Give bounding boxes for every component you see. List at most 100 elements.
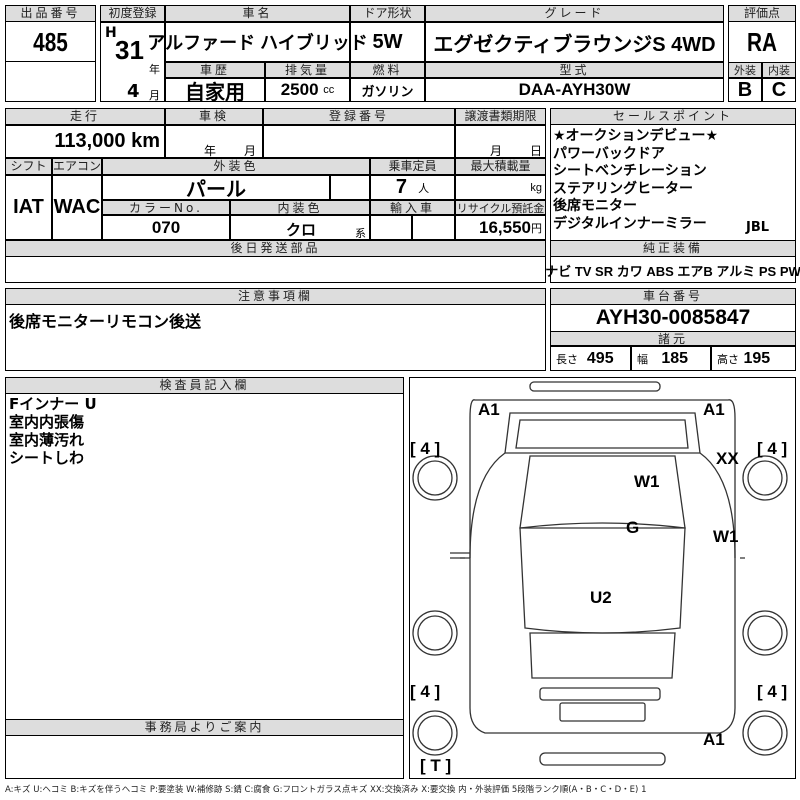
office-label: 事務局よりご案内 xyxy=(5,719,404,736)
lot-number: 485 xyxy=(33,26,68,57)
sales-item: パワーバックドア xyxy=(553,145,665,162)
inspection-month-unit: 月 xyxy=(244,144,257,158)
capacity-label: 乗車定員 xyxy=(370,158,455,175)
later-parts-label: 後日発送部品 xyxy=(5,240,546,257)
reg-number xyxy=(263,125,455,158)
damage-mark: XX xyxy=(716,449,739,468)
equip-label: 純正装備 xyxy=(550,240,796,257)
width-label: 幅 xyxy=(637,353,648,366)
score-label: 評価点 xyxy=(728,5,796,22)
damage-mark: G xyxy=(626,518,640,537)
inspector-label: 検査員記入欄 xyxy=(5,377,404,394)
transfer-day-unit: 日 xyxy=(530,144,543,158)
load-label: 最大積載量 xyxy=(455,158,546,175)
car-name-label: 車名 xyxy=(165,5,350,22)
damage-mark: [ 4 ] xyxy=(757,439,788,458)
transfer-label: 譲渡書類期限 xyxy=(455,108,546,125)
inspection-label: 車検 xyxy=(165,108,263,125)
mileage-label: 走行 xyxy=(5,108,165,125)
color-no: 070 xyxy=(102,215,230,240)
door-label: ドア形状 xyxy=(350,5,425,22)
first-reg-cell: H 31 年 4 月 xyxy=(100,22,165,102)
damage-mark: [ 4 ] xyxy=(410,682,441,701)
divider xyxy=(5,61,96,62)
sales-item: ステアリングヒーター xyxy=(553,180,693,197)
spec-label: 諸元 xyxy=(550,331,796,346)
sales-item: デジタルインナーミラー xyxy=(553,215,707,232)
damage-mark: [ 4 ] xyxy=(410,439,441,458)
damage-mark: [ T ] xyxy=(420,756,452,775)
interior-label: 内装色 xyxy=(230,200,370,215)
year: 31 xyxy=(115,35,144,65)
inspection-cell: 年月 xyxy=(165,125,263,158)
history-label: 車歴 xyxy=(165,62,265,78)
legend: A:キズ U:ヘコミ B:キズを伴うヘコミ P:要塗装 W:補修跡 S:錆 C:… xyxy=(5,785,647,795)
color-no-label: カラーNo. xyxy=(102,200,230,215)
length: 495 xyxy=(586,349,614,367)
displacement-unit: cc xyxy=(323,84,335,96)
sales-list: ★オークションデビュー★ パワーバックドア シートベンチレーション ステアリング… xyxy=(553,128,718,233)
import-label: 輸入車 xyxy=(370,200,455,215)
interior-cell: クロ系 xyxy=(230,215,370,240)
notes-label: 注意事項欄 xyxy=(5,288,546,305)
damage-mark: A1 xyxy=(478,400,500,419)
ext-label: 外装 xyxy=(728,62,762,78)
inspector-notes: Fインナー U 室内内張傷 室内薄汚れ シートしわ xyxy=(9,395,97,467)
notes-text: 後席モニターリモコン後送 xyxy=(9,312,202,331)
damage-mark: U2 xyxy=(590,588,612,607)
sales-item: シートベンチレーション xyxy=(553,163,707,179)
length-label: 長さ xyxy=(556,353,578,366)
sales-item: 後席モニター xyxy=(553,198,637,214)
recycle-fee: 16,550 xyxy=(479,217,531,237)
mileage: 113,000 km xyxy=(5,125,165,158)
first-reg-label: 初度登録 xyxy=(100,5,165,22)
chassis-number: AYH30-0085847 xyxy=(595,306,751,329)
month: 4 xyxy=(127,81,140,102)
equipment: ナビ TV SR カワ ABS エアB アルミ PS PW xyxy=(545,263,800,279)
inspection-year-unit: 年 xyxy=(204,144,217,158)
displacement: 2500 xyxy=(280,80,319,99)
ac: WAC xyxy=(52,175,102,240)
displacement-label: 排気量 xyxy=(265,62,350,78)
transfer-month-unit: 月 xyxy=(490,144,503,158)
interior-color: クロ xyxy=(286,221,317,239)
int-score: C xyxy=(762,78,796,102)
sales-extra: JBL xyxy=(746,220,770,235)
inspector-line: Fインナー U xyxy=(9,395,97,413)
sales-item: ★オークションデビュー★ xyxy=(553,128,719,144)
score-value: RA xyxy=(746,26,778,57)
recycle-label: リサイクル預託金 xyxy=(455,200,546,215)
model-label: 型式 xyxy=(425,62,724,78)
grade: エグゼクティブラウンジS 4WD xyxy=(425,22,724,62)
import-cell xyxy=(370,215,412,240)
height: 195 xyxy=(743,349,771,367)
damage-mark: A1 xyxy=(703,400,725,419)
recycle-unit: 円 xyxy=(531,222,542,235)
shift: IAT xyxy=(5,175,52,240)
ac-label: エアコン xyxy=(52,158,102,175)
car-outline-icon xyxy=(412,381,788,766)
fuel-label: 燃料 xyxy=(350,62,425,78)
transfer-cell: 月日 xyxy=(455,125,546,158)
inspector-line: シートしわ xyxy=(9,449,85,467)
capacity-unit: 人 xyxy=(418,182,430,195)
damage-mark: [ 4 ] xyxy=(757,682,788,701)
damage-mark: W1 xyxy=(634,472,660,491)
damage-mark: W1 xyxy=(713,527,739,546)
inspector-line: 室内内張傷 xyxy=(9,413,85,431)
month-unit: 月 xyxy=(149,89,160,102)
car-name: アルファード ハイブリッド xyxy=(147,22,368,62)
height-label: 高さ xyxy=(717,353,739,366)
inspector-line: 室内薄汚れ xyxy=(9,431,85,449)
import-cell xyxy=(412,215,455,240)
fuel: ガソリン xyxy=(350,78,425,102)
capacity: 7 xyxy=(395,176,407,198)
load-unit: kg xyxy=(455,175,546,200)
color-extra xyxy=(330,175,370,200)
damage-mark: A1 xyxy=(703,730,725,749)
year-unit: 年 xyxy=(149,63,160,76)
model: DAA-AYH30W xyxy=(425,78,724,102)
era: H xyxy=(105,25,117,41)
sales-label: セールスポイント xyxy=(550,108,796,125)
reg-label: 登録番号 xyxy=(263,108,455,125)
